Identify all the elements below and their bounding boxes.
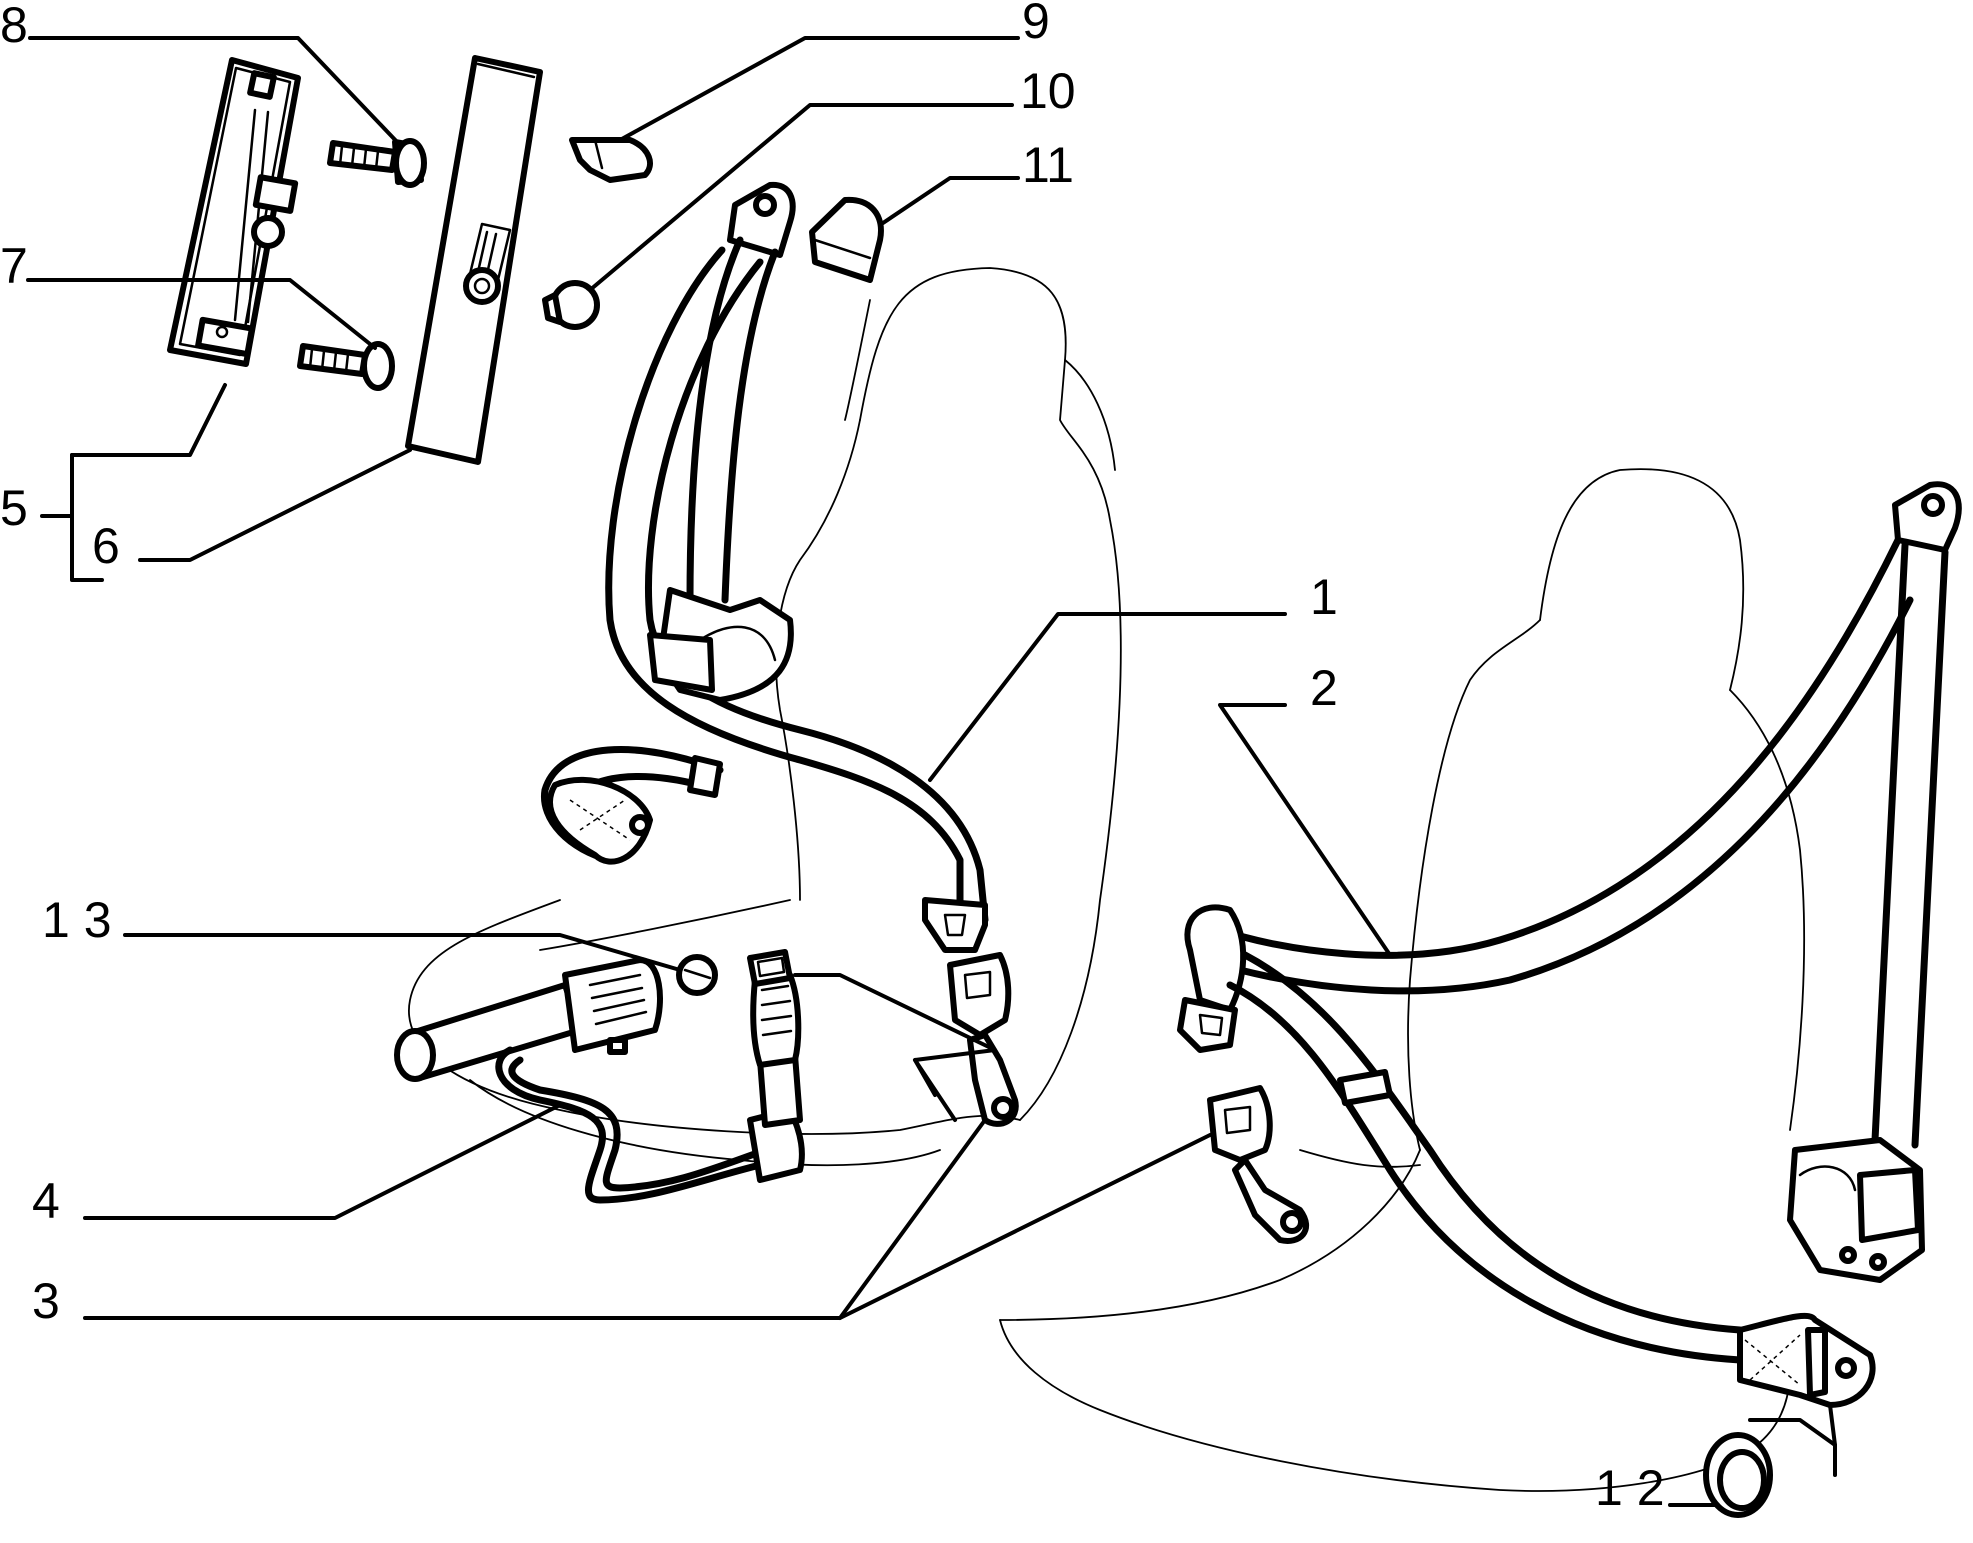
anchor-cover (809, 196, 884, 283)
callout-9: 9 (1022, 0, 1050, 49)
callout-10: 10 (1020, 63, 1076, 119)
buckle-left (947, 952, 1019, 1127)
bolt-upper (327, 138, 427, 188)
front-belt-assembly-right (1177, 481, 1962, 1408)
callout-8: 8 (0, 0, 28, 53)
callout-2: 2 (1310, 660, 1338, 716)
height-adjuster-rail (167, 57, 301, 367)
rail-cover (405, 55, 543, 465)
front-belt-assembly-left (540, 181, 989, 953)
plug-bush (542, 280, 600, 330)
callout-6: 6 (92, 518, 120, 574)
cover-clip (676, 954, 718, 996)
callout-4: 4 (32, 1173, 60, 1229)
spacer-bush (1703, 1432, 1773, 1518)
callout-5: 5 (0, 480, 28, 536)
callout-3-label: 3 (32, 1273, 60, 1329)
bolt-lower (297, 341, 395, 391)
callout-13: 1 3 (42, 892, 112, 948)
leader-lines (26, 36, 1837, 1507)
buckle-sensor-harness (394, 949, 805, 1204)
buckle-right (1207, 1085, 1309, 1244)
bolt-cap (569, 137, 653, 183)
callout-12: 1 2 (1595, 1460, 1665, 1516)
callout-1: 1 (1310, 569, 1338, 625)
callout-11: 11 (1022, 137, 1074, 193)
callout-7: 7 (0, 238, 28, 294)
callout-labels: 8 9 10 11 7 5 6 1 2 1 3 4 3 3 1 2 (0, 0, 1665, 1516)
